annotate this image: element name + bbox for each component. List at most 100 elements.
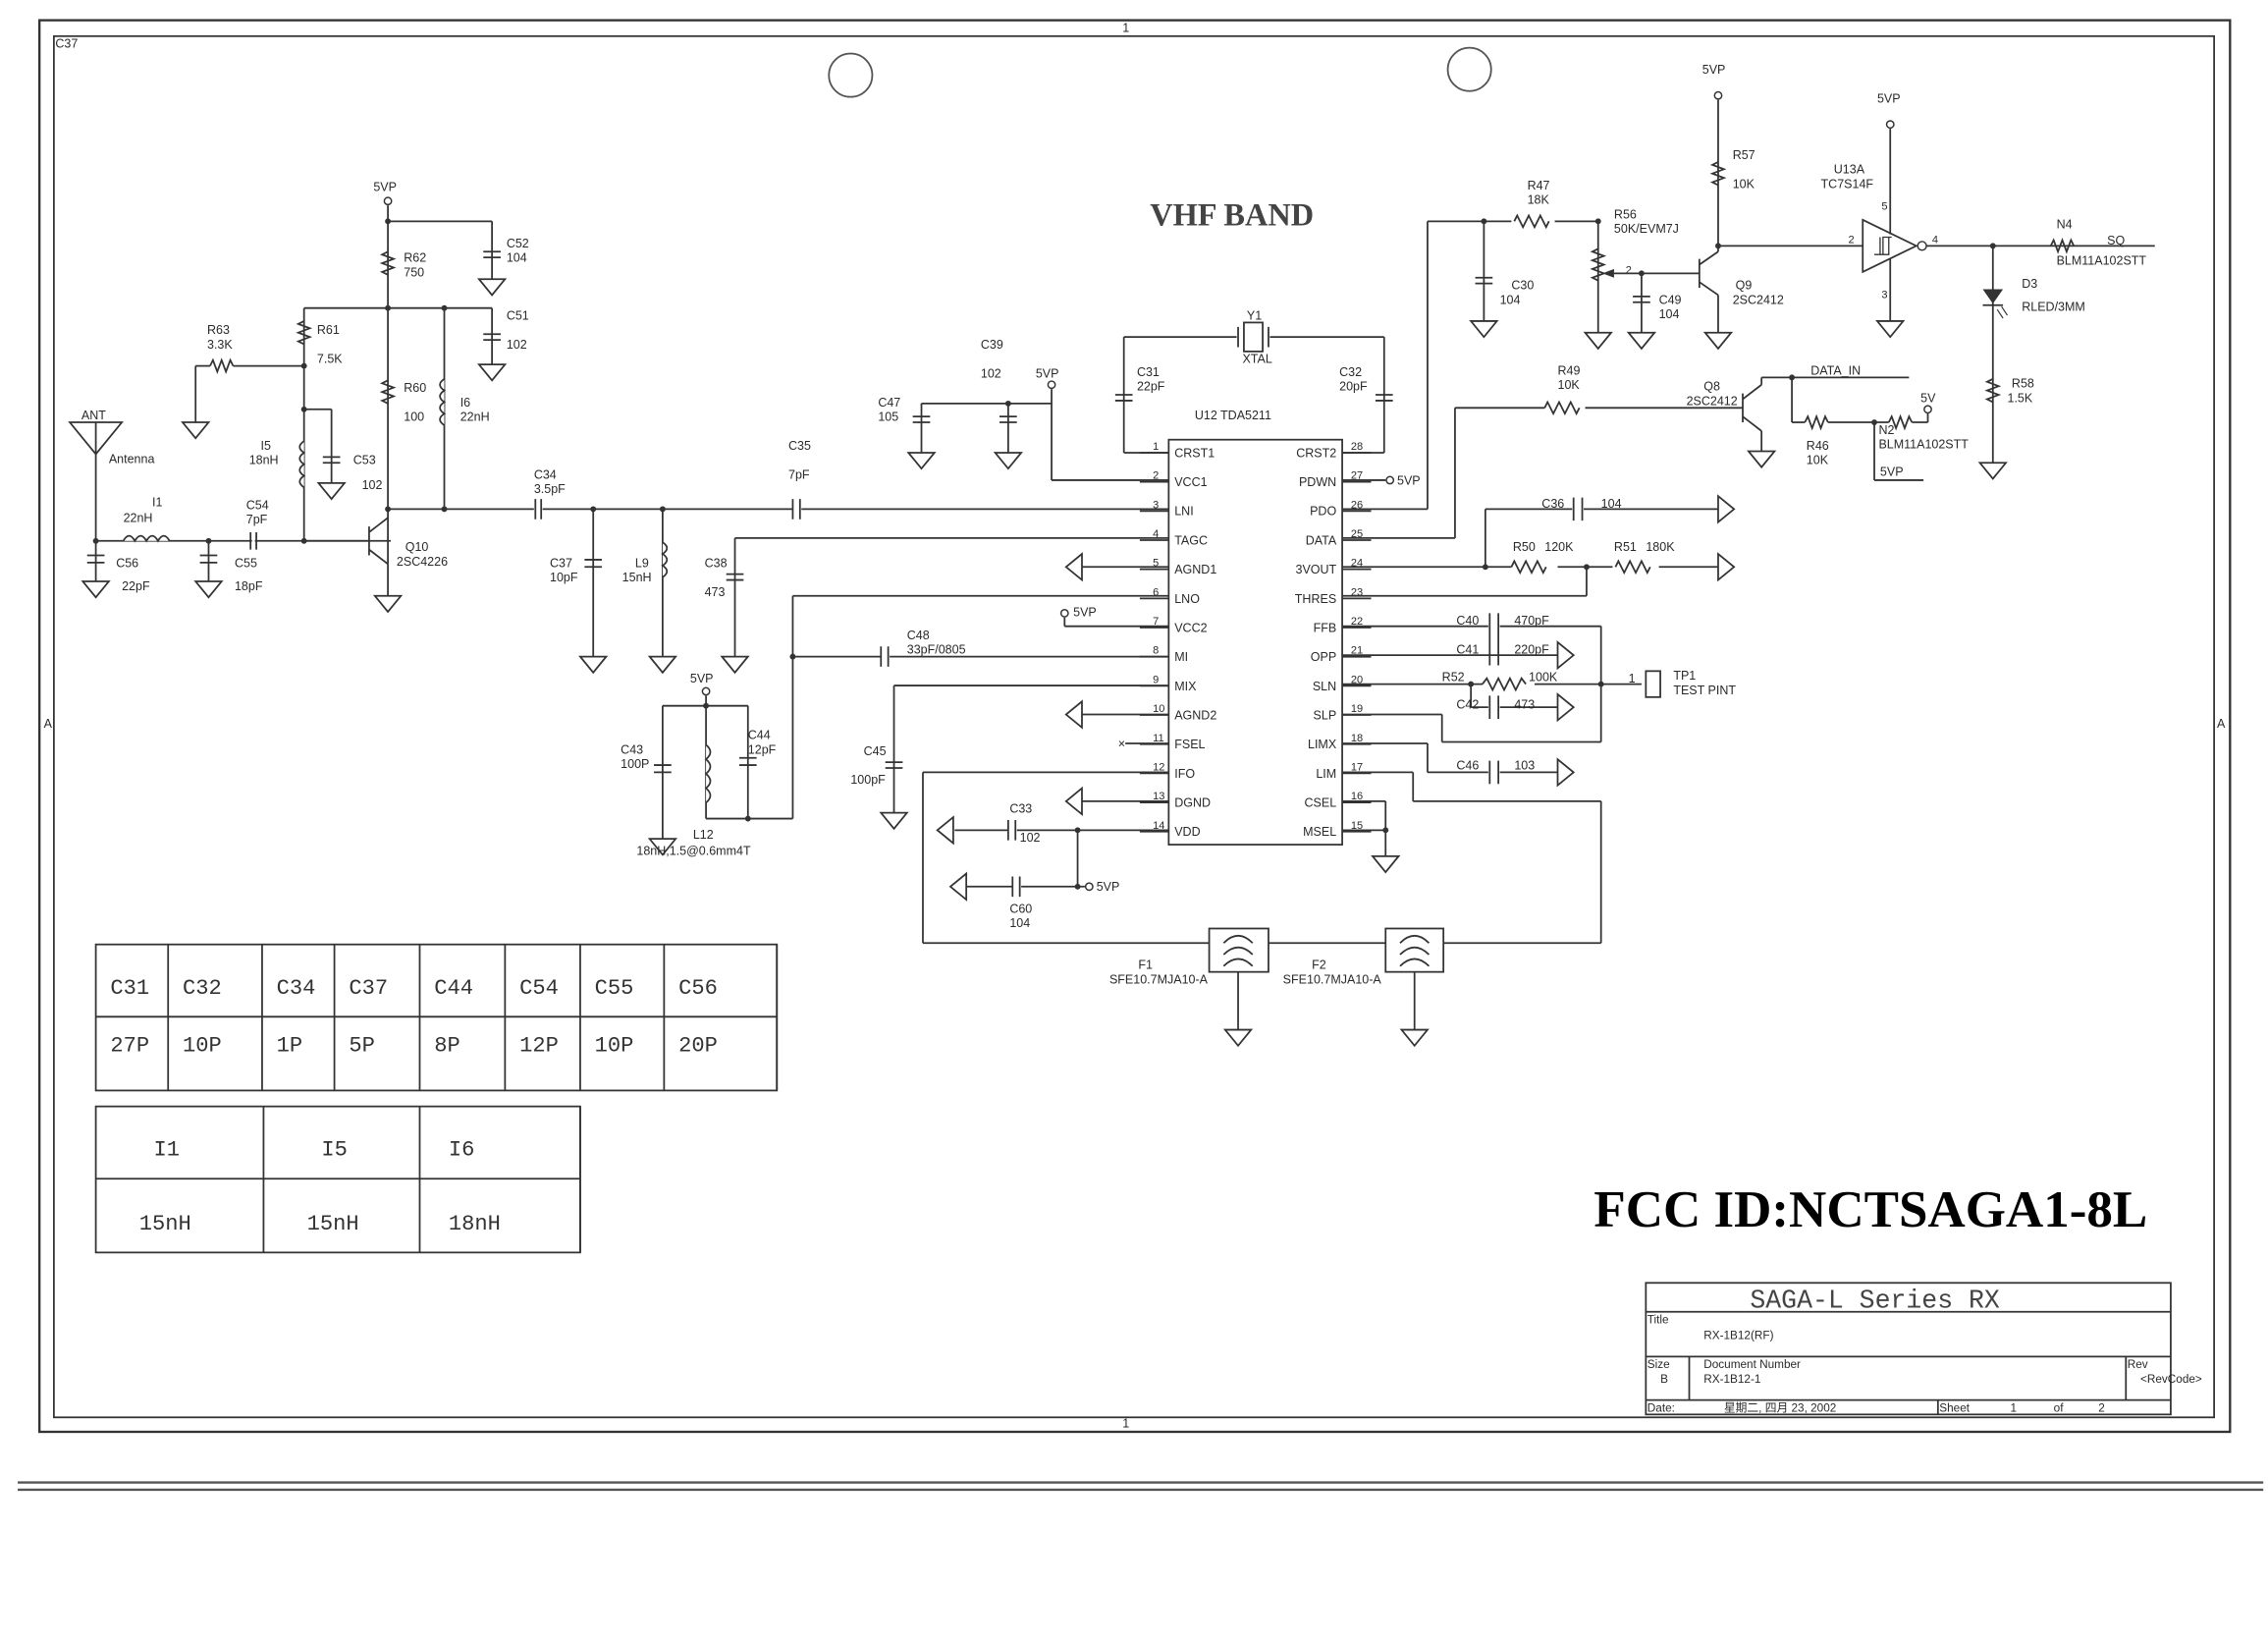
pin-name: CRST1: [1174, 446, 1215, 460]
svg-text:5VP: 5VP: [1702, 63, 1726, 77]
capacitor-icon: [654, 764, 672, 774]
capacitor-icon: [584, 559, 603, 569]
svg-text:102: 102: [507, 338, 527, 352]
pin-number: 18: [1351, 733, 1363, 744]
pin-number: 27: [1351, 470, 1363, 482]
capacitor-icon: [1572, 497, 1584, 521]
resistor-icon: [296, 320, 313, 346]
inductor-icon: [439, 378, 447, 426]
capacitor-icon: [1488, 695, 1500, 719]
svg-text:3.5pF: 3.5pF: [534, 482, 566, 496]
svg-text:R60: R60: [404, 381, 426, 395]
capacitor-icon: [483, 250, 501, 259]
svg-text:5VP: 5VP: [690, 672, 714, 685]
svg-text:100: 100: [404, 411, 424, 424]
svg-text:470pF: 470pF: [1514, 614, 1549, 628]
pin-name: LNO: [1174, 592, 1200, 606]
data-output: Q8 2SC2412 DATA_IN R46 10K 5V N2 BLM11A1…: [1687, 363, 1969, 481]
svg-text:1: 1: [1629, 672, 1636, 685]
pin-name: AGND2: [1174, 708, 1216, 722]
resistor-icon: [1510, 559, 1547, 575]
svg-text:C34: C34: [534, 467, 557, 481]
pin-name: MSEL: [1303, 825, 1336, 839]
svg-text:10pF: 10pF: [550, 571, 578, 584]
svg-text:N2: N2: [1878, 423, 1894, 437]
pin-number: 17: [1351, 761, 1363, 773]
svg-text:I5: I5: [260, 439, 270, 453]
svg-text:22nH: 22nH: [124, 512, 153, 525]
svg-text:C37: C37: [550, 556, 572, 570]
svg-text:TP1: TP1: [1673, 669, 1696, 683]
svg-text:2SC2412: 2SC2412: [1733, 293, 1784, 306]
antenna-name: Antenna: [109, 452, 155, 466]
svg-text:C60: C60: [1009, 902, 1032, 915]
pin-number: 11: [1153, 733, 1163, 744]
svg-text:Q8: Q8: [1703, 380, 1720, 394]
net-label-sq: SQ: [2107, 234, 2125, 247]
pin-number: 3: [1153, 499, 1159, 511]
pin-name: LIM: [1316, 767, 1336, 781]
capacitor-icon: [880, 646, 890, 667]
capacitor-icon: [885, 761, 903, 769]
pin-number: 10: [1153, 703, 1164, 715]
svg-text:C47: C47: [878, 396, 900, 410]
svg-text:C33: C33: [1009, 802, 1032, 816]
pin-number: 19: [1351, 703, 1363, 715]
svg-text:100pF: 100pF: [850, 773, 886, 787]
rf-frontend: ANT Antenna I1 22nH C56 22pF C55 18pF C5…: [68, 180, 1210, 945]
ic-ref: U12 TDA5211: [1195, 409, 1271, 422]
capacitor-icon: [1006, 820, 1017, 841]
pin-number: 1: [1153, 441, 1159, 453]
zone-marker-bottom: 1: [1122, 1417, 1129, 1431]
svg-text:L9: L9: [635, 556, 649, 570]
capacitor-icon: [86, 554, 105, 564]
transistor-icon: [1698, 250, 1719, 297]
svg-text:120K: 120K: [1544, 540, 1574, 554]
svg-text:L12: L12: [693, 828, 714, 842]
baseband: R49 10K C36 104 R50 120K R51 180K C40 47…: [1109, 221, 1744, 1047]
capacitor-icon: [1633, 296, 1650, 303]
svg-text:C30: C30: [1511, 279, 1534, 293]
pin-name: VCC1: [1174, 475, 1207, 489]
table-value-cell: 15nH: [307, 1212, 359, 1236]
svg-text:I6: I6: [460, 396, 470, 410]
svg-text:C55: C55: [235, 556, 257, 570]
svg-text:22pF: 22pF: [1137, 380, 1165, 394]
punch-hole-icon: [1446, 46, 1492, 92]
table-header-cell: I5: [321, 1138, 348, 1163]
svg-text:C36: C36: [1541, 497, 1564, 511]
sheet-border: [18, 19, 2264, 1492]
pin-name: TAGC: [1174, 533, 1208, 547]
resistor-icon: [1543, 400, 1581, 416]
capacitor-icon: [726, 573, 744, 581]
pin-name: DATA: [1306, 533, 1337, 547]
pin-number: 13: [1153, 791, 1164, 802]
table-value-cell: 10P: [595, 1034, 634, 1059]
inductor-icon: [298, 440, 306, 489]
capacitor-icon: [791, 499, 801, 520]
svg-text:Rev: Rev: [2128, 1358, 2148, 1371]
capacitor-icon: [1114, 394, 1133, 402]
svg-text:102: 102: [981, 366, 1001, 380]
svg-text:RLED/3MM: RLED/3MM: [2022, 301, 2085, 314]
table-value-cell: 27P: [110, 1034, 149, 1059]
corner-label: C37: [55, 37, 78, 51]
pin-name: FSEL: [1174, 738, 1205, 751]
pin-name: LIMX: [1308, 738, 1337, 751]
document-number: RX-1B12-1: [1703, 1373, 1760, 1386]
svg-text:C48: C48: [907, 629, 930, 642]
resistor-icon: [379, 250, 397, 276]
svg-text:5: 5: [1881, 201, 1887, 213]
svg-text:B: B: [1660, 1373, 1668, 1386]
svg-text:2: 2: [2098, 1401, 2105, 1414]
svg-text:15nH: 15nH: [622, 571, 652, 584]
